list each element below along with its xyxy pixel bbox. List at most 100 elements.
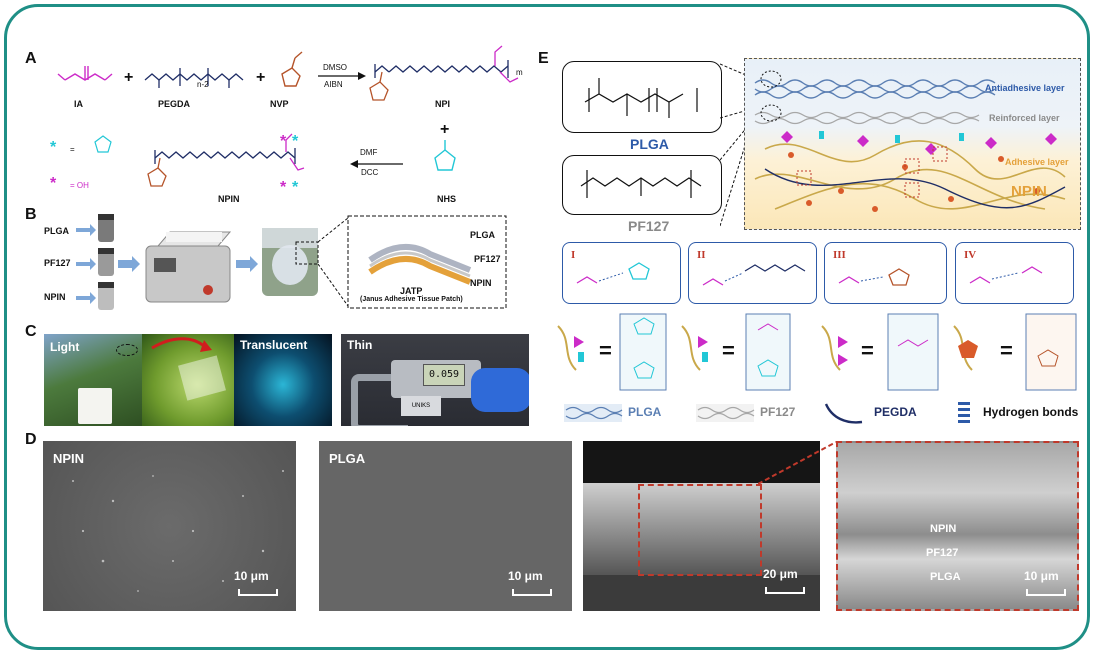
sem4-layer-npin: NPIN (930, 523, 957, 535)
label-nhs: NHS (437, 194, 457, 204)
legend-hydrogen-bond-icon (958, 402, 970, 423)
photo-micrometer: Thin 0.059 UNIKS (341, 334, 529, 426)
c-thin: Thin (347, 338, 373, 352)
eq-1: = (599, 338, 612, 363)
e-layer-schematic: Antiadhesive layer Reinforced layer Adhe… (744, 58, 1081, 230)
npi-structure (369, 45, 519, 101)
vial-pf127 (98, 248, 114, 276)
sem3-scale: 20 μm (763, 567, 798, 581)
photo-leaf-closeup (142, 334, 234, 426)
panel-a-schemes: + + + * * * * * * (50, 45, 519, 196)
sem1-label: NPIN (53, 451, 85, 466)
sem-cross-section: 20 μm (583, 441, 820, 611)
sem-zoom: NPIN PF127 PLGA 10 μm (836, 441, 1079, 611)
nhs-structure (434, 140, 456, 171)
label-pegda: PEGDA (158, 99, 191, 109)
plus-sign-3: + (440, 121, 449, 138)
cond2-bot: DCC (361, 168, 379, 177)
nvp-structure (281, 51, 303, 87)
sem-npin: NPIN 10 μm (43, 441, 296, 611)
sem2-label: PLGA (329, 451, 366, 466)
b-input-plga: PLGA (44, 226, 70, 236)
e-layer-reinforced: Reinforced layer (989, 113, 1060, 123)
sem2-scale: 10 μm (508, 569, 543, 583)
panel-label-c: C (25, 323, 37, 340)
eq-4: = (1000, 338, 1013, 363)
e-pf127: PF127 (628, 218, 670, 234)
pegda-structure (144, 68, 244, 88)
casting-machine (145, 231, 232, 303)
legend-pegda-label: PEGDA (874, 405, 917, 419)
label-ia: IA (74, 99, 83, 109)
interaction-box-2: II (688, 242, 817, 304)
e-layer-antiadhesive: Antiadhesive layer (985, 83, 1065, 93)
legend-pf127-icon (696, 404, 755, 422)
legend-plga-label: PLGA (628, 405, 662, 419)
equivalence-2 (681, 313, 791, 391)
photo-translucent: Translucent (234, 334, 332, 426)
legend-star-2: = OH (70, 181, 89, 190)
n-label: n-2 (197, 80, 209, 89)
sem3-scalebar (765, 587, 805, 594)
plus-sign-1: + (124, 69, 133, 86)
zoom-box (638, 484, 762, 576)
sem4-layer-pf127: PF127 (926, 547, 959, 559)
label-nvp: NVP (270, 99, 289, 109)
cond1-top: DMSO (323, 63, 347, 72)
cyan-star-icon: * (50, 139, 57, 156)
e-layer-adhesive: Adhesive layer (1005, 157, 1069, 167)
legend-pegda-icon (824, 403, 863, 424)
legend-plga-icon (564, 404, 623, 422)
vial-npin (98, 282, 114, 310)
interaction-box-4: IV (955, 242, 1074, 304)
legend-hbond-label: Hydrogen bonds (983, 405, 1079, 419)
interaction-box-3: III (824, 242, 947, 304)
m-label: m (516, 68, 523, 77)
pf127-wave-group (754, 111, 980, 125)
patch-photo (262, 228, 319, 296)
sem2-scalebar (512, 589, 552, 596)
e-plga: PLGA (630, 136, 669, 152)
photo-plant: Light (44, 334, 142, 426)
plga-wave-group (754, 79, 996, 99)
b-layer-plga: PLGA (470, 230, 496, 240)
plga-formula-box (562, 61, 722, 133)
panel-label-e: E (538, 50, 549, 67)
legend-star-1: = (70, 145, 75, 154)
nhs-ester-legend-icon (94, 135, 112, 153)
c-translucent: Translucent (240, 338, 308, 352)
cond1-bot: AIBN (324, 80, 343, 89)
svg-text:*: * (280, 179, 287, 196)
label-npi: NPI (435, 99, 451, 109)
b-layer-pf127: PF127 (474, 254, 501, 264)
panel-b-illustration (76, 214, 507, 310)
svg-text:*: * (280, 133, 287, 150)
sem1-scale: 10 μm (234, 569, 269, 583)
zoom-connector (758, 441, 837, 485)
b-input-pf127: PF127 (44, 258, 71, 268)
equivalence-4 (953, 313, 1077, 391)
plus-sign-2: + (256, 69, 265, 86)
c-light: Light (50, 340, 80, 354)
sem4-scalebar (1026, 589, 1066, 596)
svg-text:*: * (292, 133, 299, 150)
interaction-box-1: I (562, 242, 681, 304)
npin-structure (147, 133, 305, 187)
eq-3: = (861, 338, 874, 363)
b-input-npin: NPIN (44, 292, 66, 302)
e-callout-lines (720, 63, 749, 227)
c-reading: 0.059 (423, 364, 465, 386)
panel-label-b: B (25, 206, 37, 223)
e-npin: NPIN (1011, 183, 1047, 200)
panel-label-a: A (25, 50, 37, 67)
sem1-scalebar (238, 589, 278, 596)
sem-plga: PLGA 10 μm (319, 441, 572, 611)
e-legend (564, 402, 970, 424)
legend-pf127-label: PF127 (760, 405, 796, 419)
svg-text:*: * (292, 179, 299, 196)
vial-plga (98, 214, 114, 242)
b-layer-npin: NPIN (470, 278, 492, 288)
eq-2: = (722, 338, 735, 363)
magenta-star-icon: * (50, 175, 57, 192)
equivalence-3 (821, 313, 939, 391)
